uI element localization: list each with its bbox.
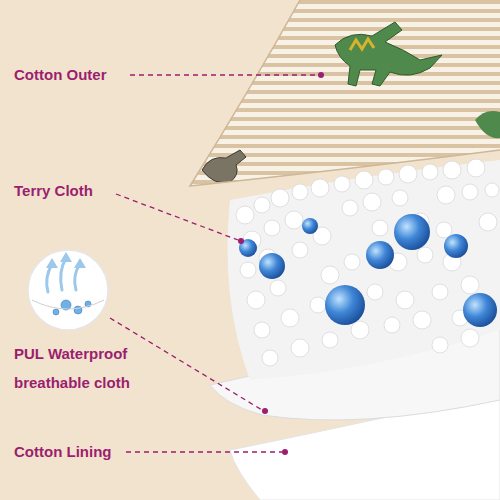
layer-label: Cotton Lining — [14, 437, 111, 466]
layer-label: Cotton Outer — [14, 60, 106, 89]
layer-label: PUL Waterproof breathable cloth — [14, 339, 146, 397]
layer-label: Terry Cloth — [14, 176, 93, 205]
